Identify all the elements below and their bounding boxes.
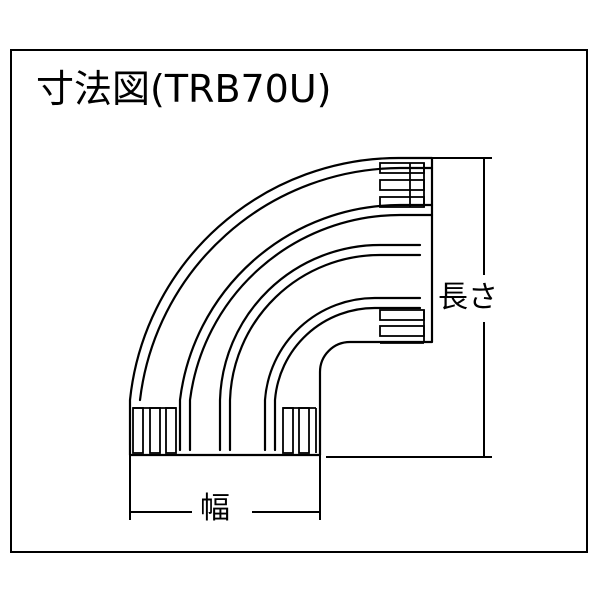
elbow-wall-arc-3 [188, 213, 434, 452]
elbow-wall-arc-1 [138, 166, 434, 402]
connector-middle [379, 309, 425, 344]
elbow-outer-contour [128, 156, 434, 457]
width-dimension [129, 455, 321, 520]
diagram-title: 寸法図(TRB70U) [36, 67, 332, 111]
elbow-wall-arc-7 [273, 306, 422, 452]
connector-bottom-right [282, 407, 317, 454]
elbow-wall-arc-5 [228, 253, 422, 452]
length-dimension [326, 157, 492, 458]
connector-top [379, 162, 425, 208]
elbow-wall-arc-4 [218, 243, 422, 452]
length-label: 長さ [438, 280, 498, 315]
width-label: 幅 [196, 494, 234, 524]
diagram-frame [10, 49, 588, 553]
connector-bottom-left [132, 407, 177, 454]
elbow-wall-arc-2 [178, 203, 434, 452]
elbow-wall-arc-6 [263, 296, 422, 452]
